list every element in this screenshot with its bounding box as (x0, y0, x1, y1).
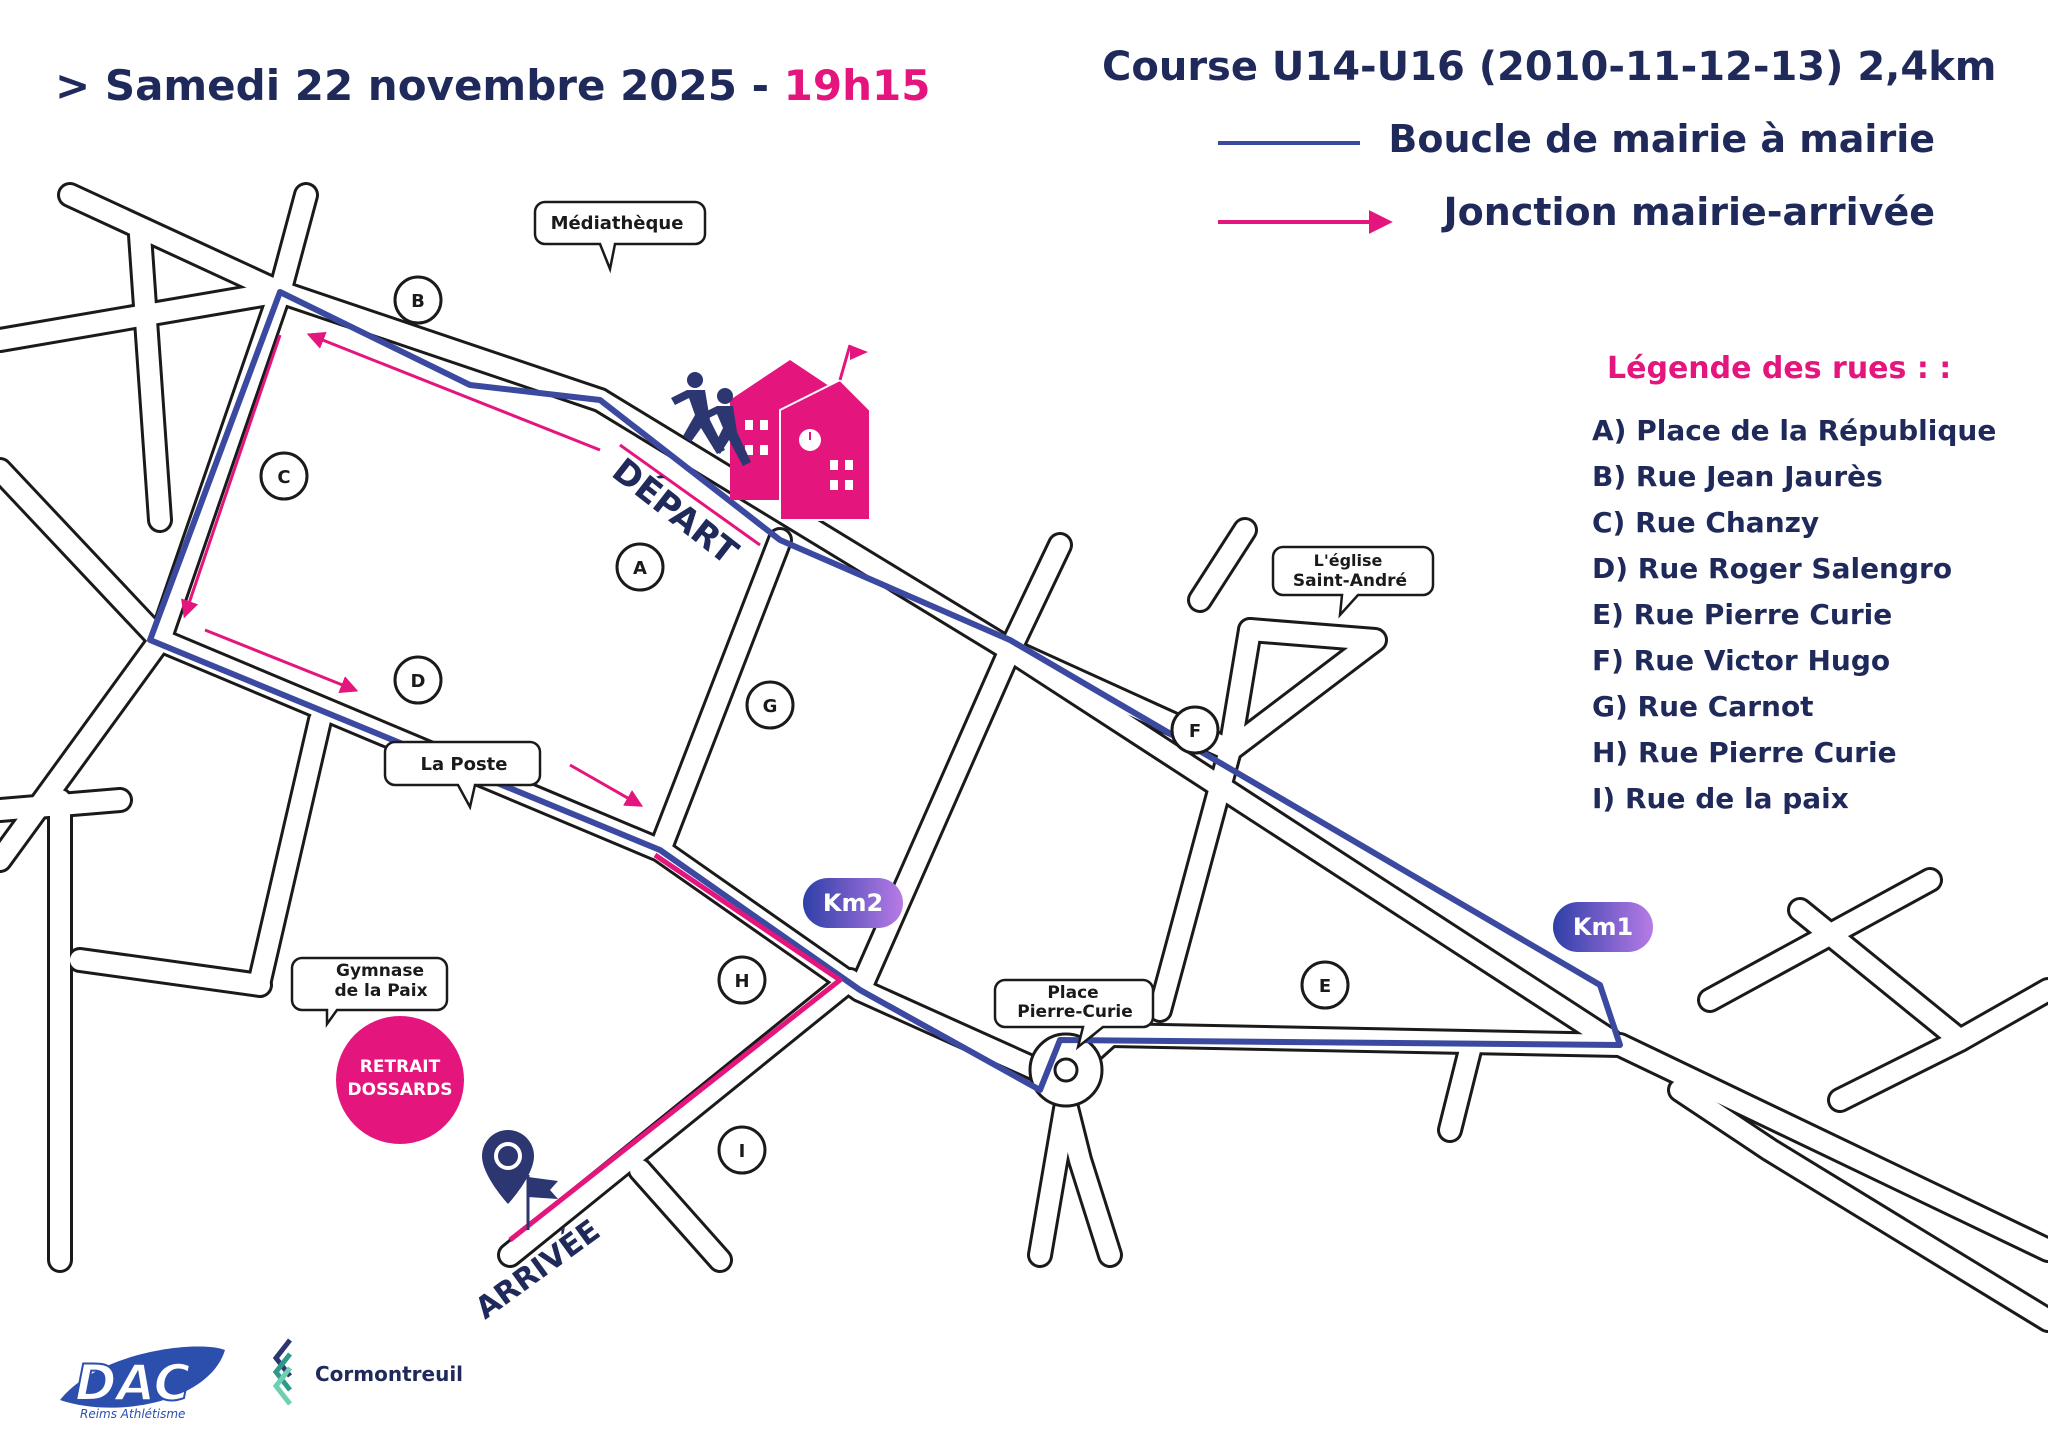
street-legend-item: I) Rue de la paix (1592, 782, 1849, 815)
finish-flag-icon (526, 1175, 558, 1230)
svg-text:B: B (411, 291, 425, 312)
street-letter-h: H (717, 955, 767, 1005)
street-legend-item: G) Rue Carnot (1592, 690, 1814, 723)
svg-text:F: F (1189, 721, 1201, 742)
svg-text:Km2: Km2 (823, 889, 883, 917)
label-gymnase-line2: de la Paix (334, 981, 427, 1001)
direction-arrows (181, 331, 761, 807)
street-letter-i: I (717, 1125, 767, 1175)
street-letter-c: C (259, 451, 309, 501)
street-legend-item: H) Rue Pierre Curie (1592, 736, 1897, 769)
callout-eglise: L'église Saint-André (1271, 545, 1435, 619)
legend-junction-label: Jonction mairie-arrivée (1441, 190, 1935, 234)
street-legend-item: D) Rue Roger Salengro (1592, 552, 1952, 585)
street-legend-item: F) Rue Victor Hugo (1592, 644, 1890, 677)
svg-text:C: C (277, 467, 290, 488)
svg-text:Km1: Km1 (1573, 913, 1633, 941)
street-legend-item: E) Rue Pierre Curie (1592, 598, 1892, 631)
street-legend-item: A) Place de la République (1592, 414, 1996, 447)
route-legend: Boucle de mairie à mairie Jonction mairi… (1218, 117, 1935, 234)
street-letter-b: B (393, 275, 443, 325)
runners-icon (671, 372, 751, 466)
svg-text:G: G (763, 696, 778, 717)
street-legend: Légende des rues : : A) Place de la Répu… (1592, 351, 1996, 815)
race-title: Course U14-U16 (2010-11-12-13) 2,4km (1102, 44, 1996, 90)
event-date-line: > Samedi 22 novembre 2025 - 19h15 (55, 61, 930, 110)
roundabout-center (1053, 1057, 1079, 1083)
svg-text:E: E (1319, 976, 1331, 997)
svg-text:A: A (633, 558, 647, 579)
svg-text:Cormontreuil: Cormontreuil (315, 1362, 463, 1386)
route-junction-line (508, 852, 843, 1242)
cormontreuil-logo: Cormontreuil (272, 1338, 463, 1406)
label-mediatheque: Médiathèque (551, 213, 684, 234)
event-date: > Samedi 22 novembre 2025 - (55, 61, 784, 110)
label-gymnase-line1: Gymnase (336, 961, 424, 981)
street-letter-g: G (745, 680, 795, 730)
label-eglise-line1: L'église (1314, 551, 1383, 570)
callout-poste: La Poste (383, 740, 542, 811)
label-poste: La Poste (421, 754, 508, 775)
bib-pickup-badge: RETRAIT DOSSARDS (336, 1016, 464, 1144)
callout-mediatheque: Médiathèque (533, 200, 707, 274)
label-place-line1: Place (1047, 983, 1098, 1003)
street-legend-title: Légende des rues : : (1607, 351, 1951, 386)
street-legend-item: C) Rue Chanzy (1592, 506, 1819, 539)
label-place-line2: Pierre-Curie (1017, 1002, 1133, 1022)
callout-place-pierre-curie: Place Pierre-Curie (993, 978, 1155, 1051)
event-time: 19h15 (784, 61, 931, 110)
dac-logo: DAC Reims Athlétisme (60, 1346, 225, 1421)
km2-marker: Km2 (803, 878, 903, 928)
finish-pin-icon (482, 1130, 534, 1204)
label-eglise-line2: Saint-André (1293, 571, 1407, 591)
legend-loop-label: Boucle de mairie à mairie (1388, 117, 1935, 161)
street-legend-item: B) Rue Jean Jaurès (1592, 460, 1883, 493)
route-loop-line (147, 289, 1623, 1093)
street-letter-a: A (615, 542, 665, 592)
svg-text:H: H (734, 971, 749, 992)
svg-text:DOSSARDS: DOSSARDS (348, 1080, 453, 1100)
svg-text:DAC: DAC (75, 1354, 191, 1412)
km1-marker: Km1 (1553, 902, 1653, 952)
street-letter-d: D (393, 655, 443, 705)
street-letter-f: F (1170, 705, 1220, 755)
callout-gymnase: Gymnase de la Paix (290, 956, 449, 1028)
svg-text:Reims Athlétisme: Reims Athlétisme (80, 1407, 185, 1421)
street-letter-e: E (1300, 960, 1350, 1010)
svg-text:I: I (739, 1141, 746, 1162)
svg-text:D: D (411, 671, 426, 692)
town-hall-icon (730, 344, 871, 521)
svg-text:RETRAIT: RETRAIT (360, 1057, 441, 1077)
